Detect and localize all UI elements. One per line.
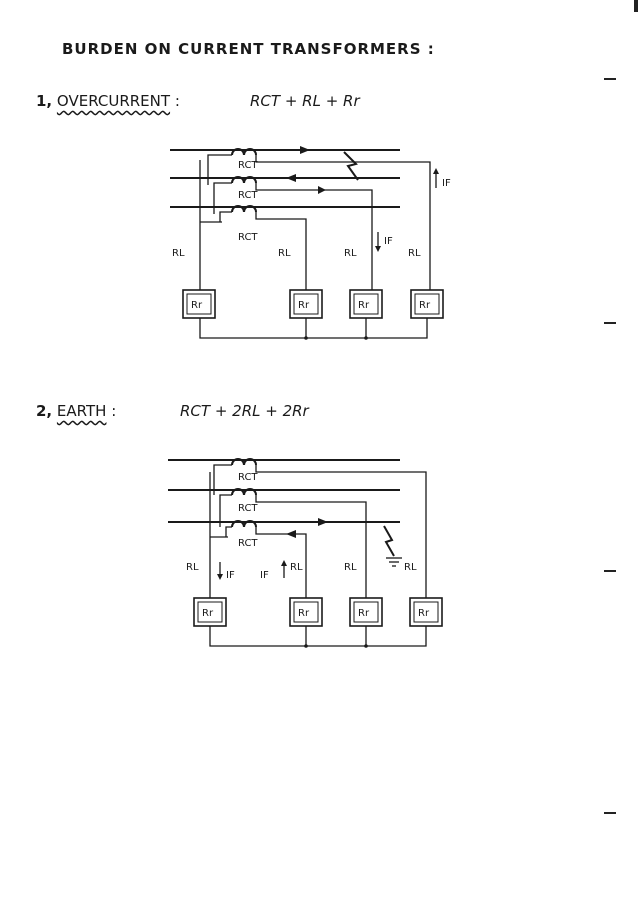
rct-label: RCT [238, 503, 258, 514]
rr-label: Rr [191, 300, 203, 311]
rl-label: RL [278, 248, 291, 259]
relay-box [349, 289, 383, 319]
fault-symbol [343, 151, 359, 181]
fault-current-arrow [433, 168, 439, 174]
ct-secondary-lead [225, 526, 232, 537]
rr-label: Rr [358, 300, 370, 311]
corner-mark [634, 0, 638, 12]
rr-label: Rr [418, 608, 430, 619]
bottom-bus [209, 626, 427, 647]
section-1-number: 1, [36, 92, 53, 110]
rl-label: RL [344, 248, 357, 259]
rct-label: RCT [238, 472, 258, 483]
if-label: IF [384, 236, 393, 247]
relay-box [193, 597, 227, 627]
rl-label: RL [186, 562, 199, 573]
current-arrow [318, 518, 328, 526]
fault-current-arrow [281, 560, 287, 566]
rl-label: RL [290, 562, 303, 573]
rl-label: RL [172, 248, 185, 259]
rct-label: RCT [238, 232, 258, 243]
section-2-colon: : [111, 402, 117, 420]
junction-dot [304, 644, 308, 648]
current-arrow [286, 174, 296, 182]
ct-secondary-lead [255, 495, 367, 598]
relay-box [197, 601, 223, 623]
ct-secondary-lead [255, 155, 431, 290]
bottom-bus [199, 318, 428, 339]
section-1-heading: 1, OVERCURRENT : [36, 92, 180, 110]
relay-box [186, 293, 212, 315]
rl-label: RL [344, 562, 357, 573]
current-arrow [300, 146, 310, 154]
rct-label: RCT [238, 160, 258, 171]
ct-secondary-lead [213, 182, 232, 214]
ct-secondary-lead [207, 154, 232, 185]
relay-box [293, 293, 319, 315]
section-2-number: 2, [36, 402, 53, 420]
section-1-name: OVERCURRENT [56, 92, 171, 110]
relay-box [353, 293, 379, 315]
relay-box [349, 597, 383, 627]
section-2-formula: RCT + 2RL + 2Rr [180, 402, 309, 420]
page-title: BURDEN ON CURRENT TRANSFORMERS : [62, 40, 435, 58]
rct-label: RCT [238, 190, 258, 201]
junction-dot [364, 336, 368, 340]
rl-label: RL [408, 248, 421, 259]
fault-current-arrow [217, 574, 223, 580]
margin-tick [604, 812, 616, 814]
earth-fault-symbol [383, 525, 395, 557]
junction-dot [304, 336, 308, 340]
rr-label: Rr [358, 608, 370, 619]
ct-secondary-lead [213, 464, 232, 495]
relay-box [353, 601, 379, 623]
relay-box [289, 597, 323, 627]
ct-secondary-lead [255, 183, 373, 290]
current-arrow [286, 530, 296, 538]
section-2-name: EARTH [56, 402, 107, 420]
rr-label: Rr [298, 300, 310, 311]
ct-coil [231, 458, 257, 466]
section-1-formula: RCT + RL + Rr [250, 92, 360, 110]
rr-label: Rr [298, 608, 310, 619]
rl-label: RL [404, 562, 417, 573]
margin-tick [604, 322, 616, 324]
relay-box [182, 289, 216, 319]
margin-tick [604, 78, 616, 80]
ct-coil [231, 176, 257, 184]
current-arrow [318, 186, 326, 194]
margin-tick [604, 570, 616, 572]
ct-coil [231, 520, 257, 528]
relay-box [293, 601, 319, 623]
ct-coil [231, 205, 257, 213]
rr-label: Rr [202, 608, 214, 619]
if-label: IF [226, 570, 235, 581]
ct-secondary-lead [255, 465, 427, 598]
section-1-colon: : [174, 92, 180, 110]
relay-box [414, 293, 440, 315]
ct-secondary-lead [255, 527, 307, 598]
if-label: IF [260, 570, 269, 581]
junction-dot [364, 644, 368, 648]
section-2-heading: 2, EARTH : [36, 402, 116, 420]
relay-box [413, 601, 439, 623]
ct-secondary-lead [219, 494, 232, 527]
ct-coil [231, 148, 257, 156]
rct-label: RCT [238, 538, 258, 549]
ct-coil [231, 488, 257, 496]
ct-secondary-lead [219, 211, 232, 222]
if-label: IF [442, 178, 451, 189]
rr-label: Rr [419, 300, 431, 311]
fault-current-arrow [375, 246, 381, 252]
ct-secondary-lead [255, 212, 307, 290]
relay-box [410, 289, 444, 319]
